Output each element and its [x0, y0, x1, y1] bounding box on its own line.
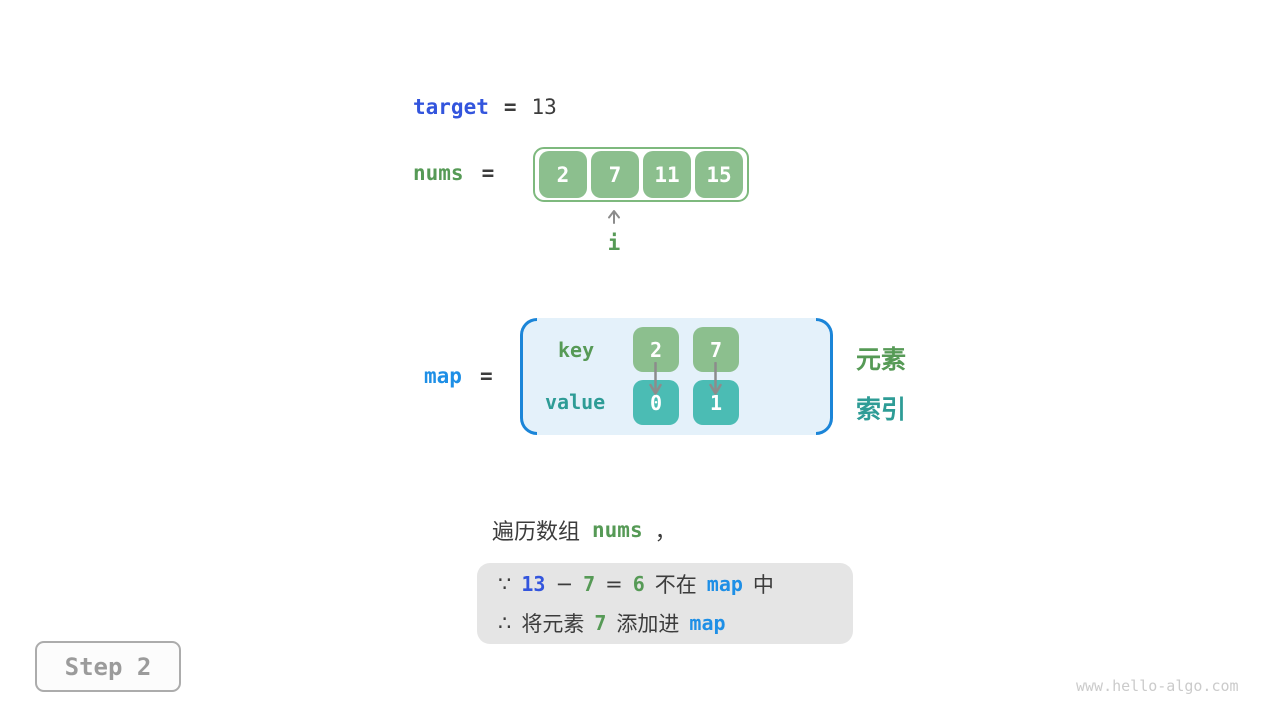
add-verb-text: 添加进 [616, 612, 680, 636]
map-annotation-index: 索引 [856, 395, 907, 424]
down-arrow-icon [649, 361, 662, 400]
add-prefix-text: 将元素 [521, 612, 585, 636]
equals-sign: = [605, 572, 623, 596]
target-value: 13 [531, 95, 557, 119]
array-cell: 2 [539, 151, 587, 198]
map-reference: map [706, 572, 743, 596]
map-value-cell: 1 [693, 380, 739, 425]
reason-box: ∵ 13 − 7 = 6 不在 map 中 ∴ 将元素 7 添加进 map [477, 563, 853, 644]
watermark: www.hello-algo.com [1076, 677, 1239, 695]
step-badge: Step 2 [35, 641, 181, 692]
step-badge-label: Step 2 [64, 652, 152, 681]
minus-sign: − [555, 572, 574, 596]
map-annotation-element: 元素 [856, 345, 907, 374]
map-container: key value 2 7 0 1 [520, 318, 833, 435]
up-arrow-icon [607, 208, 621, 228]
caption-text-before: 遍历数组 [492, 520, 581, 545]
caption: 遍历数组 nums ， [492, 514, 677, 546]
caption-text-after: ， [654, 520, 677, 545]
therefore-symbol: ∴ [498, 611, 512, 635]
map-value-row-label: value [545, 390, 606, 414]
map-reference: map [689, 611, 726, 635]
pointer-label: i [607, 231, 621, 255]
map-label-row: map = [424, 364, 493, 388]
target-label: target [413, 95, 489, 119]
difference-value: 6 [632, 572, 645, 596]
nums-array: 2 7 11 15 [533, 147, 749, 202]
map-right-bracket [816, 318, 833, 435]
because-symbol: ∵ [498, 572, 512, 596]
caption-nums-ref: nums [592, 518, 643, 542]
map-equals: = [479, 364, 493, 388]
array-cell: 11 [643, 151, 691, 198]
nums-equals: = [481, 161, 495, 185]
subtrahend-value: 7 [583, 572, 596, 596]
map-key-row-label: key [558, 338, 595, 362]
nums-label: nums [413, 161, 464, 185]
map-left-bracket [520, 318, 537, 435]
reason-line-therefore: ∴ 将元素 7 添加进 map [498, 608, 853, 638]
not-in-text: 不在 [654, 573, 697, 597]
minuend-value: 13 [521, 572, 546, 596]
array-cell: 15 [695, 151, 743, 198]
map-label: map [424, 364, 462, 388]
target-equals: = [503, 95, 517, 119]
in-suffix-text: 中 [752, 573, 774, 597]
nums-label-row: nums = [413, 161, 494, 185]
reason-line-because: ∵ 13 − 7 = 6 不在 map 中 [498, 569, 853, 599]
down-arrow-icon [709, 361, 722, 400]
target-row: target = 13 [413, 95, 557, 119]
index-pointer: i [607, 208, 621, 255]
array-cell: 7 [591, 151, 639, 198]
map-value-cell: 0 [633, 380, 679, 425]
added-value: 7 [594, 611, 607, 635]
